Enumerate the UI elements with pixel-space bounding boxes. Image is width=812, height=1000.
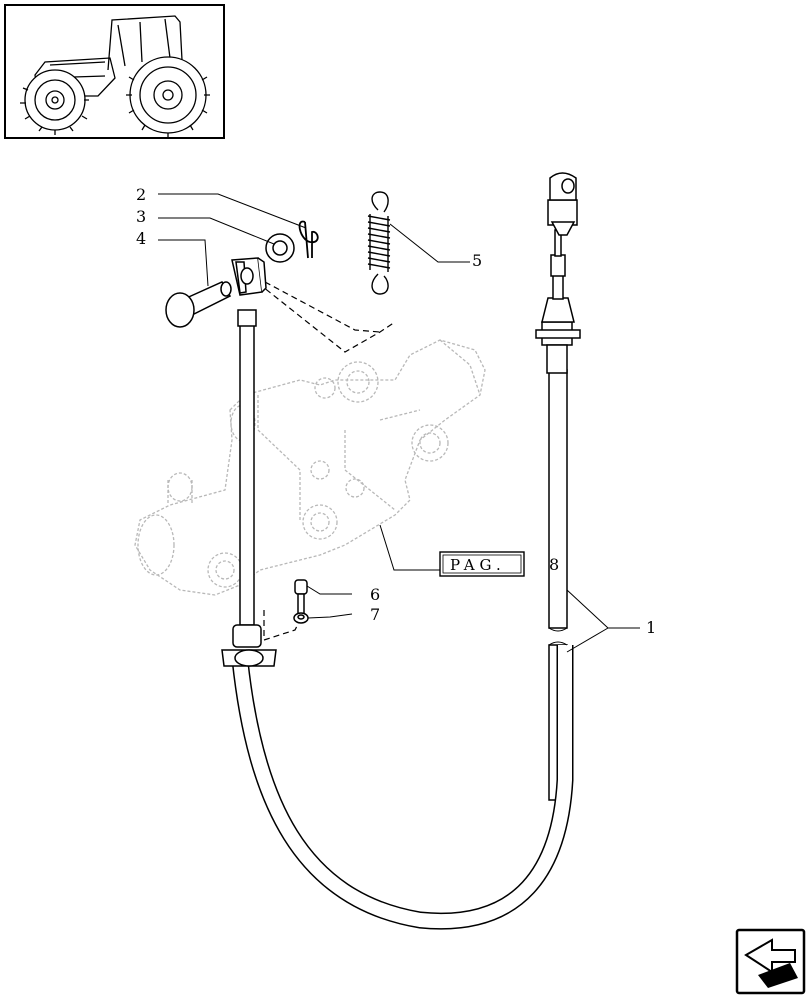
page-reference-label: PAG. [450,556,506,574]
callout-7: 7 [370,605,380,624]
back-arrow-icon[interactable] [735,928,806,995]
assembly-dashed-lines [257,281,396,641]
valve-body-outline [134,339,486,596]
spring [367,191,391,295]
callout-4: 4 [136,229,146,248]
page-reference-number: 8 [549,555,559,574]
tractor-thumbnail [4,4,225,139]
callout-2: 2 [136,185,146,204]
callout-3: 3 [136,207,146,226]
leader-lines [158,193,640,653]
clevis-fork [231,257,267,296]
bolt [294,579,308,615]
small-washer [293,612,309,624]
callout-6: 6 [370,585,380,604]
tractor-icon [20,15,210,139]
callout-1: 1 [646,618,656,637]
callout-5: 5 [472,251,482,270]
page-reference[interactable]: PAG. 8 [439,551,559,577]
pin [165,281,232,328]
washer [265,233,295,263]
cable-assembly [221,172,581,930]
